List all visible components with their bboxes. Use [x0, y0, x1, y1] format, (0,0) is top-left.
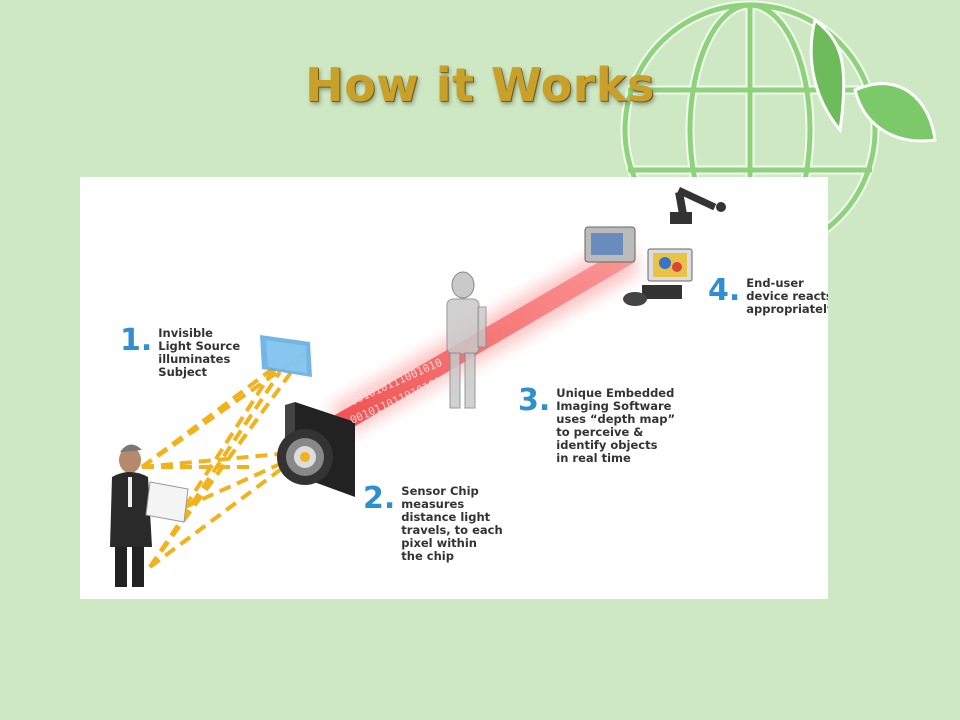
phone-device: [584, 226, 636, 263]
step-4-number: 4.: [708, 273, 741, 308]
robot-arm: [670, 186, 726, 224]
businessman-figure: [110, 444, 189, 587]
step-2: 2. Sensor Chip measures distance light t…: [363, 481, 503, 563]
game-console: [623, 285, 682, 306]
end-user-devices: [584, 186, 726, 306]
step-2-text: Sensor Chip measures distance light trav…: [401, 484, 503, 563]
step-3-number: 3.: [518, 383, 551, 418]
step-4-text: End-user device reacts appropriately: [746, 276, 828, 316]
step-3: 3. Unique Embedded Imaging Software uses…: [518, 383, 676, 465]
diagram-art: [110, 186, 726, 587]
light-source-panel: [260, 335, 312, 377]
how-it-works-diagram: 1001010111001010 0010110110101010 1. Inv…: [80, 177, 828, 599]
step-2-number: 2.: [363, 481, 396, 516]
slide-title: How it Works: [305, 58, 655, 112]
step-3-text: Unique Embedded Imaging Software uses “d…: [556, 386, 676, 465]
light-rays: [140, 351, 307, 569]
television: [647, 248, 693, 282]
step-4: 4. End-user device reacts appropriately: [708, 273, 828, 316]
sensor-chip-camera: [277, 402, 355, 497]
wireframe-figure: [446, 271, 487, 409]
step-1: 1. Invisible Light Source illuminates Su…: [120, 323, 241, 379]
step-1-text: Invisible Light Source illuminates Subje…: [158, 326, 241, 379]
step-1-number: 1.: [120, 323, 153, 358]
